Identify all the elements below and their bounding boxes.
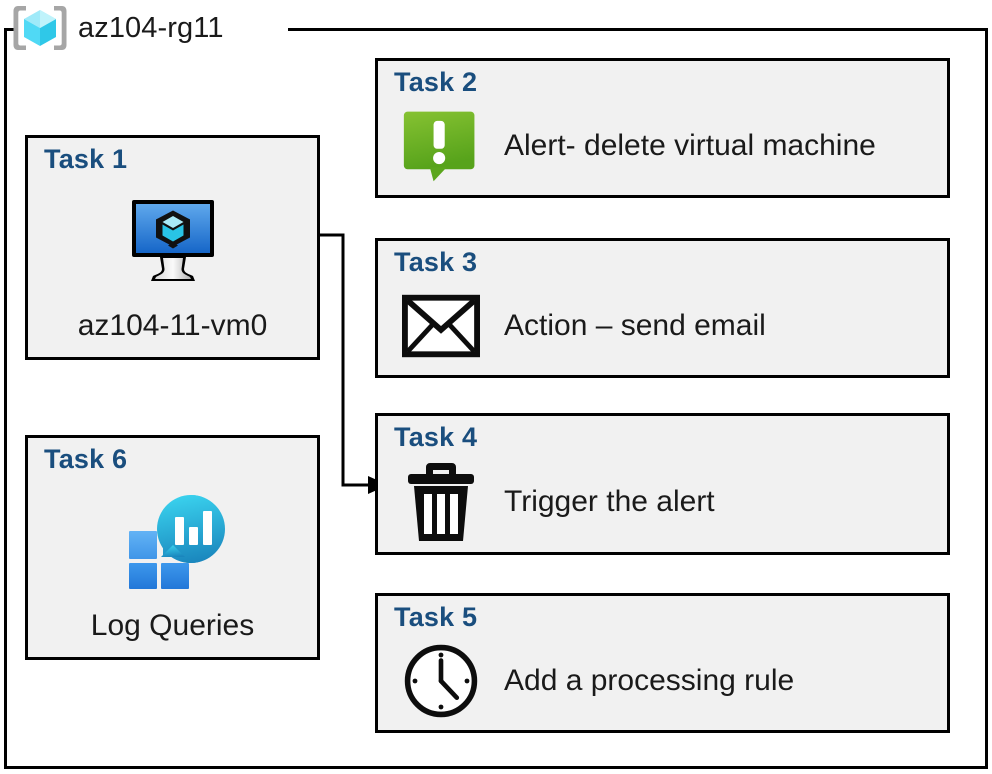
- card-task-3-caption: Action – send email: [504, 309, 766, 342]
- resource-group-container: [4, 28, 988, 769]
- card-task-3[interactable]: Task 3 Action – send email: [375, 238, 950, 378]
- card-task-1-title: Task 1: [44, 144, 128, 174]
- alert-icon: [402, 107, 480, 185]
- resource-group-name: az104-rg11: [78, 11, 224, 44]
- card-task-5-title: Task 5: [394, 602, 478, 632]
- card-task-4-title: Task 4: [394, 422, 478, 452]
- log-analytics-icon: [28, 486, 317, 596]
- card-task-3-title: Task 3: [394, 247, 478, 277]
- card-task-6-title: Task 6: [44, 444, 128, 474]
- card-task-2-title: Task 2: [394, 67, 478, 97]
- card-task-2-caption: Alert- delete virtual machine: [504, 129, 876, 162]
- clock-icon: [402, 642, 480, 720]
- resource-group-header: az104-rg11: [12, 2, 224, 54]
- azure-resource-group-icon: [12, 3, 68, 53]
- card-task-5[interactable]: Task 5 Add a processing rule: [375, 593, 950, 733]
- card-task-4[interactable]: Task 4 Trigger the alert: [375, 413, 950, 555]
- card-task-6-caption: Log Queries: [90, 609, 255, 642]
- card-task-1-caption: az104-11-vm0: [77, 309, 268, 342]
- card-task-4-caption: Trigger the alert: [504, 485, 715, 518]
- card-task-1[interactable]: Task 1: [25, 135, 320, 360]
- card-task-2[interactable]: Task 2 Alert- delete virtual machin: [375, 58, 950, 198]
- virtual-machine-icon: [28, 186, 317, 296]
- trash-icon: [402, 463, 480, 541]
- envelope-icon: [402, 287, 480, 365]
- card-task-6[interactable]: Task 6: [25, 435, 320, 660]
- card-task-5-caption: Add a processing rule: [504, 664, 795, 697]
